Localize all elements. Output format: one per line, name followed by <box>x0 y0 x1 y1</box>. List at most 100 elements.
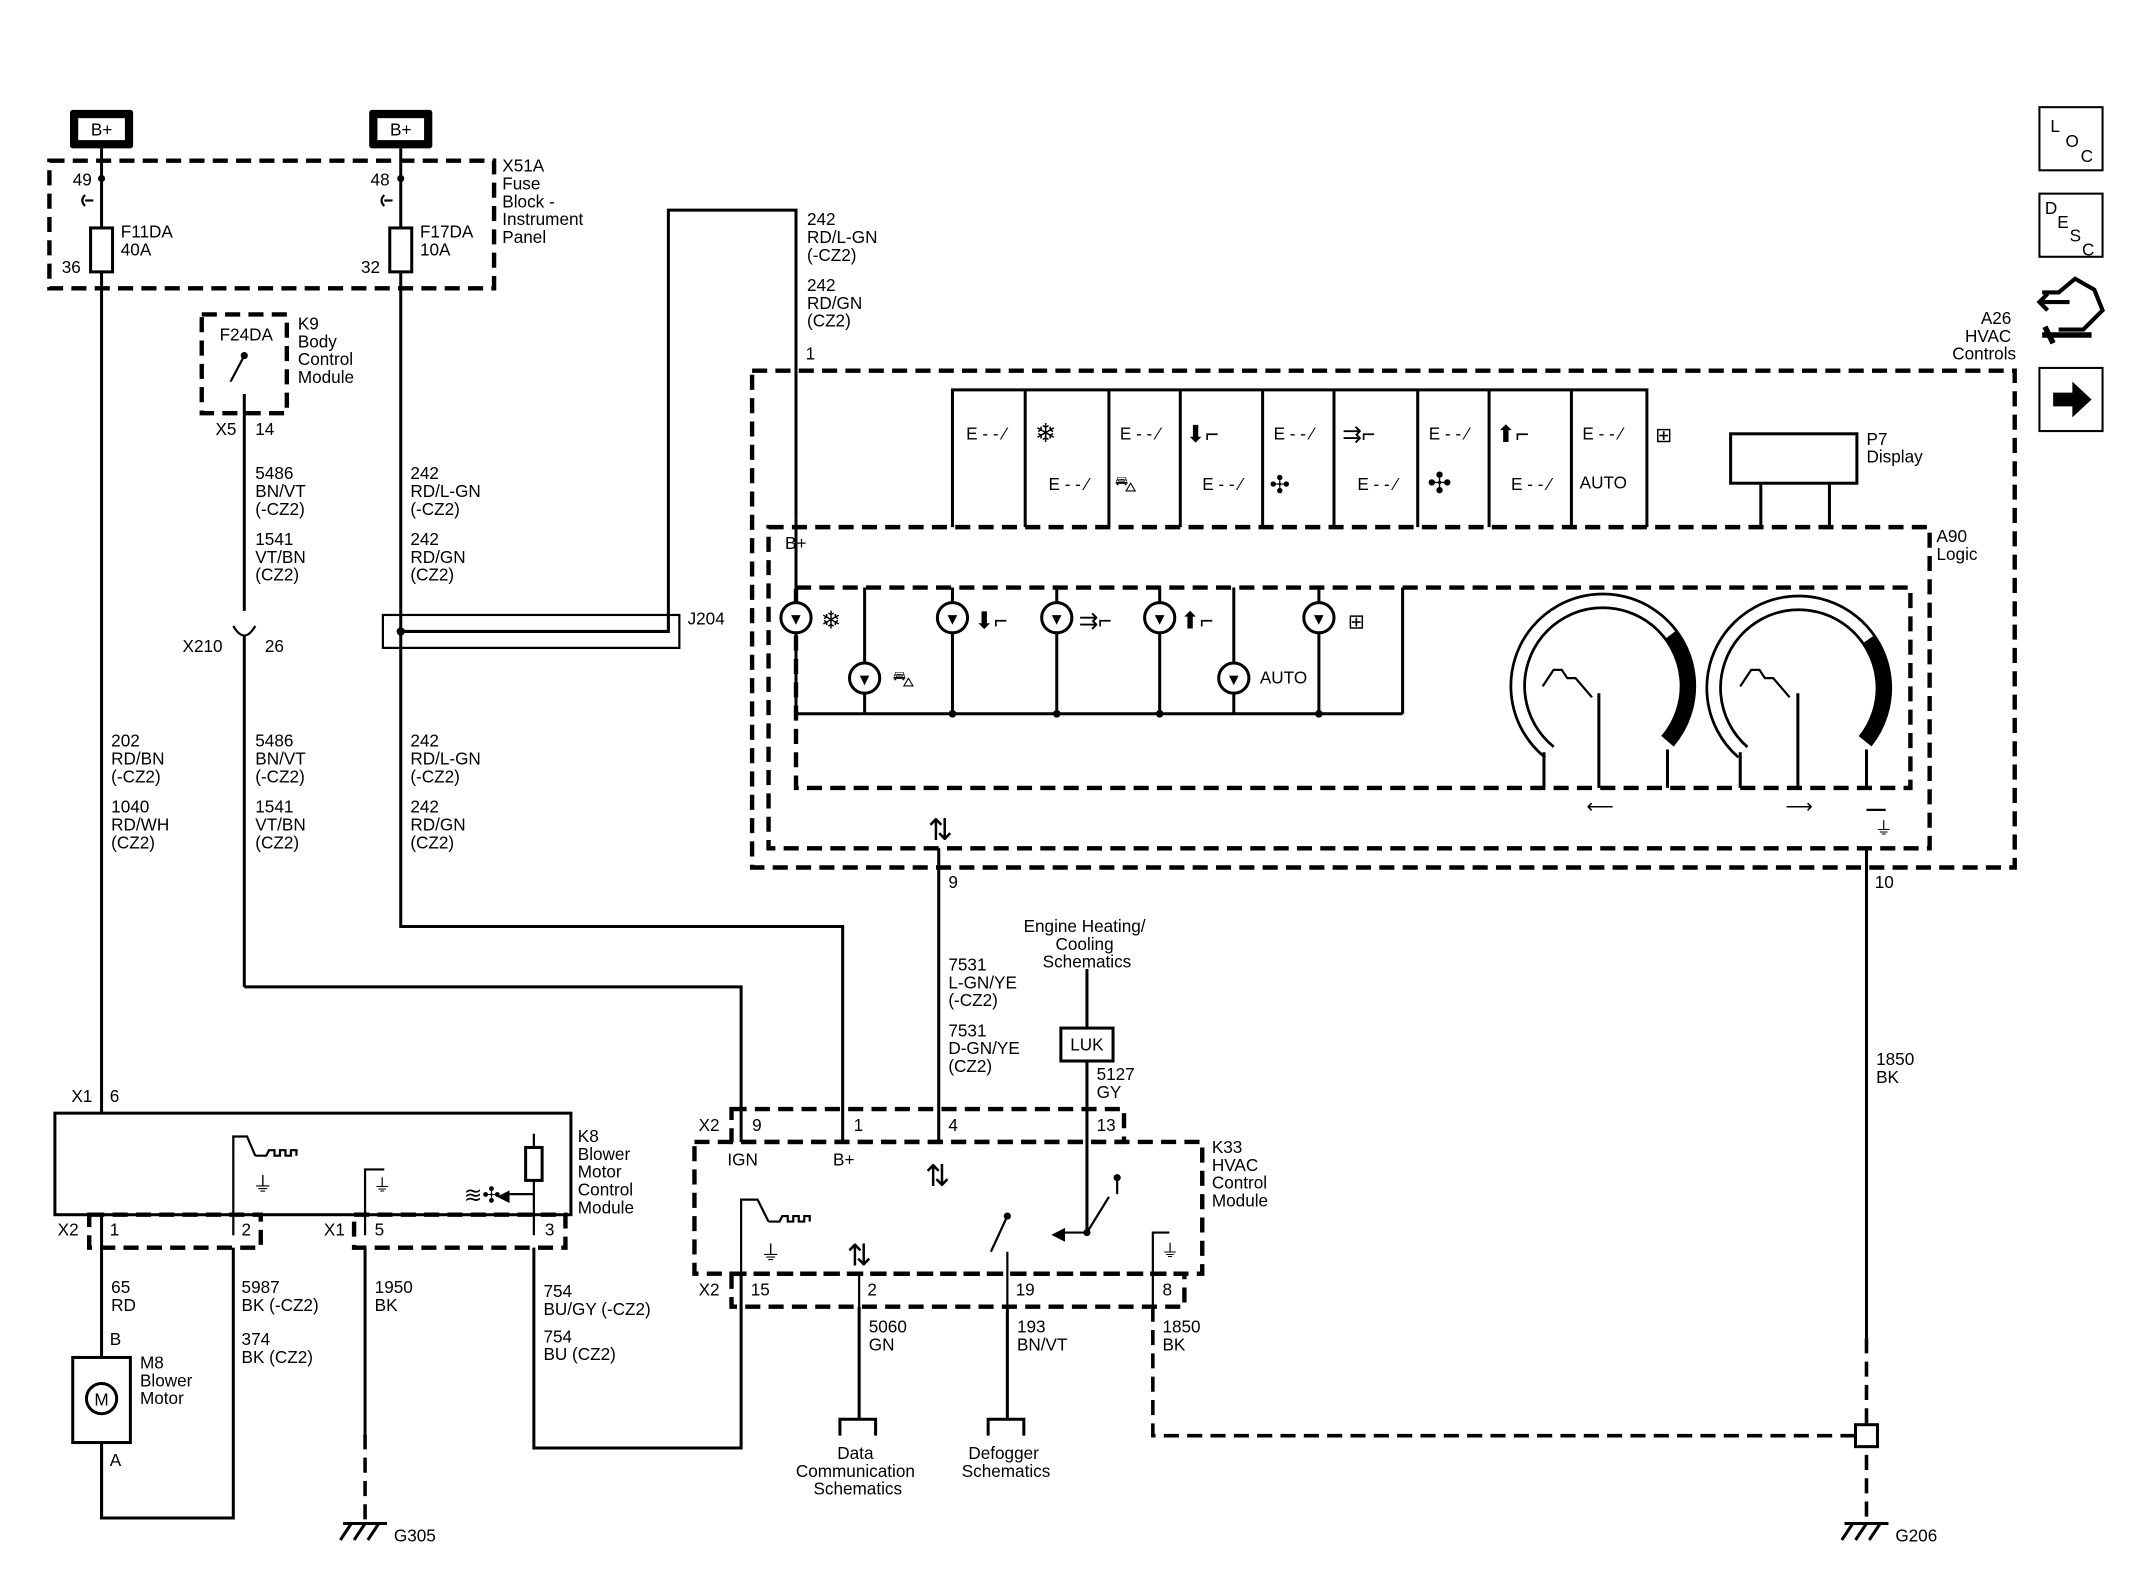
x210-label: X210 <box>183 636 223 656</box>
wire-242-branch <box>400 208 798 633</box>
temperature-knob-left: ⟵ <box>1509 592 1697 818</box>
wrench-icon <box>2042 325 2092 345</box>
k33-x2-bottom-label: X2 <box>699 1280 720 1300</box>
k33-pin-15: 15 <box>751 1280 770 1300</box>
fuse-f17da: 48 32 F17DA 10A <box>361 148 474 277</box>
bplus-right-label: B+ <box>390 119 411 139</box>
led-bilevel-icon: ⇉⌐ <box>1079 608 1112 634</box>
j204-splice <box>381 613 681 650</box>
m8-pin-b: B <box>110 1329 121 1349</box>
k8-x1-top: X1 <box>71 1086 92 1106</box>
bplus-left-box: B+ <box>69 109 134 149</box>
m8-title: M8 Blower Motor <box>140 1352 197 1408</box>
k33-comm-arrows-icon: ⇅ <box>847 1239 872 1272</box>
wire-5060-label: 5060 GN <box>869 1317 912 1355</box>
fan-high-icon: ✣ <box>1427 468 1451 500</box>
wire-242-top-label: 242 RD/L-GN (-CZ2) 242 RD/GN (CZ2) <box>807 209 882 331</box>
svg-text:◀: ◀ <box>497 1187 510 1205</box>
svg-text:O: O <box>2065 131 2078 151</box>
loc-button[interactable]: L O C <box>2038 106 2104 172</box>
k33-internal: ⇅ ⏚ ⇅ ◀ ⏚ <box>740 1160 1179 1307</box>
fuse-f11da: 49 36 F11DA 40A <box>62 148 173 277</box>
next-page-button[interactable] <box>2038 366 2104 433</box>
defrost-floor-icon: ⬆⌐ <box>1496 421 1529 447</box>
wire-5987-label: 5987 BK (-CZ2) 374 BK (CZ2) <box>242 1277 324 1367</box>
wire-242-path <box>399 271 845 1142</box>
knob-left-arrow-icon: ⟵ <box>1587 797 1615 818</box>
ground-g305: G305 <box>339 1522 436 1545</box>
switch-recirc: E - - ⁄ <box>1049 474 1092 494</box>
auto-switch-label: AUTO <box>1580 473 1627 493</box>
bplus-right-box: B+ <box>369 109 433 149</box>
k33-pin-2: 2 <box>867 1280 877 1300</box>
wire-7531-label: 7531 L-GN/YE (-CZ2) 7531 D-GN/YE (CZ2) <box>948 954 1024 1076</box>
wire-754-path <box>532 1247 743 1450</box>
defogger-connector <box>986 1417 1026 1436</box>
k33-bplus-label: B+ <box>833 1149 854 1169</box>
svg-text:C: C <box>2081 146 2093 166</box>
bcm-pin: 14 <box>255 419 275 439</box>
k8-chassis-ground-icon: ⏚ <box>373 1175 391 1195</box>
defogger-ref[interactable]: Defogger Schematics <box>962 1443 1051 1481</box>
k8-internal: ⏚ ⏚ ≋✣ ◀ <box>232 1133 544 1236</box>
k33-pin-8: 8 <box>1162 1280 1172 1300</box>
k33-pin-13: 13 <box>1097 1115 1116 1135</box>
k8-title: K8 Blower Motor Control Module <box>578 1126 638 1217</box>
wire-1850-right-label: 1850 BK <box>1876 1049 1919 1087</box>
m8-pin-a: A <box>110 1450 122 1470</box>
k8-x2-connector <box>87 1212 263 1250</box>
wire-202-label: 202 RD/BN (-CZ2) 1040 RD/WH (CZ2) <box>111 731 174 853</box>
k8-x2-label: X2 <box>58 1219 79 1239</box>
fuse-block-title: X51A Fuse Block - Instrument Panel <box>502 156 588 247</box>
a90-data-arrows-icon: ⇅ <box>928 814 953 847</box>
svg-text:▼: ▼ <box>1151 611 1167 629</box>
svg-text:C: C <box>2082 239 2094 259</box>
k33-pin-4: 4 <box>948 1115 958 1135</box>
k8-x2-pin-1: 1 <box>110 1219 120 1239</box>
led-floor-icon: ⬇⌐ <box>974 608 1007 634</box>
switch-floor: E - - ⁄ <box>1120 423 1163 443</box>
led-rear-defrost-icon: ⊞ <box>1348 611 1365 634</box>
bcm-fuse-label: F24DA <box>220 324 274 344</box>
k8-x1-pin-3: 3 <box>545 1219 555 1239</box>
k8-outline <box>53 1111 573 1217</box>
switch-auto: E - - ⁄ <box>1511 474 1554 494</box>
wire-242-low-label: 242 RD/L-GN (-CZ2) 242 RD/GN (CZ2) <box>410 731 485 853</box>
m8-symbol-text: M <box>94 1389 108 1409</box>
k33-data-arrows-icon: ⇅ <box>925 1160 950 1193</box>
engine-heating-ref[interactable]: Engine Heating/ Cooling Schematics <box>1024 916 1151 972</box>
fuse2-name: F17DA <box>420 222 474 242</box>
ground-g206: G206 <box>1840 1522 1937 1545</box>
temperature-knob-right: ⟶ <box>1705 594 1893 818</box>
recirculation-icon: ⛍ <box>1114 471 1137 496</box>
k33-pin-9: 9 <box>752 1115 762 1135</box>
a26-pin-1: 1 <box>806 344 816 364</box>
m8-motor-symbol <box>84 1382 119 1416</box>
k8-x1-top-pin: 6 <box>110 1086 120 1106</box>
svg-text:▼: ▼ <box>856 671 872 689</box>
led-defrost-floor-icon: ⬆⌐ <box>1180 608 1213 634</box>
wire-1850-low-label: 1850 BK <box>1162 1317 1205 1355</box>
a90-logic-outline <box>766 524 1932 851</box>
switch-fan-down: E - - ⁄ <box>1202 474 1245 494</box>
desc-button[interactable]: D E S C <box>2038 192 2104 260</box>
svg-text:L: L <box>2050 116 2060 136</box>
k33-chassis-ground-icon: ⏚ <box>1161 1241 1179 1261</box>
k33-pin-19: 19 <box>1016 1280 1035 1300</box>
svg-text:▼: ▼ <box>1226 671 1242 689</box>
data-comm-ref[interactable]: Data Communication Schematics <box>796 1443 920 1499</box>
fuse1-rating: 40A <box>121 239 152 259</box>
connector-wrench-button[interactable] <box>2036 276 2105 345</box>
wire-754-label: 754 BU/GY (-CZ2) 754 BU (CZ2) <box>543 1281 655 1364</box>
wire-1950-label: 1950 BK <box>375 1277 418 1315</box>
k33-ign-label: IGN <box>727 1149 757 1169</box>
k33-x2-top-connector <box>729 1106 1127 1145</box>
switch-bilevel: E - - ⁄ <box>1274 423 1317 443</box>
switch-rear-defrost: E - - ⁄ <box>1582 423 1625 443</box>
led-bank: ▼ ▼ ▼ ▼ ▼ ▼ ▼ ❄ ⛍ ⬇⌐ ⇉⌐ ⬆⌐ AUTO ⊞ <box>779 587 1405 718</box>
svg-text:S: S <box>2070 226 2081 246</box>
rear-defrost-icon: ⊞ <box>1655 424 1672 447</box>
bplus-left-label: B+ <box>91 119 112 139</box>
wire-5486-low-label: 5486 BN/VT (-CZ2) 1541 VT/BN (CZ2) <box>255 731 310 853</box>
